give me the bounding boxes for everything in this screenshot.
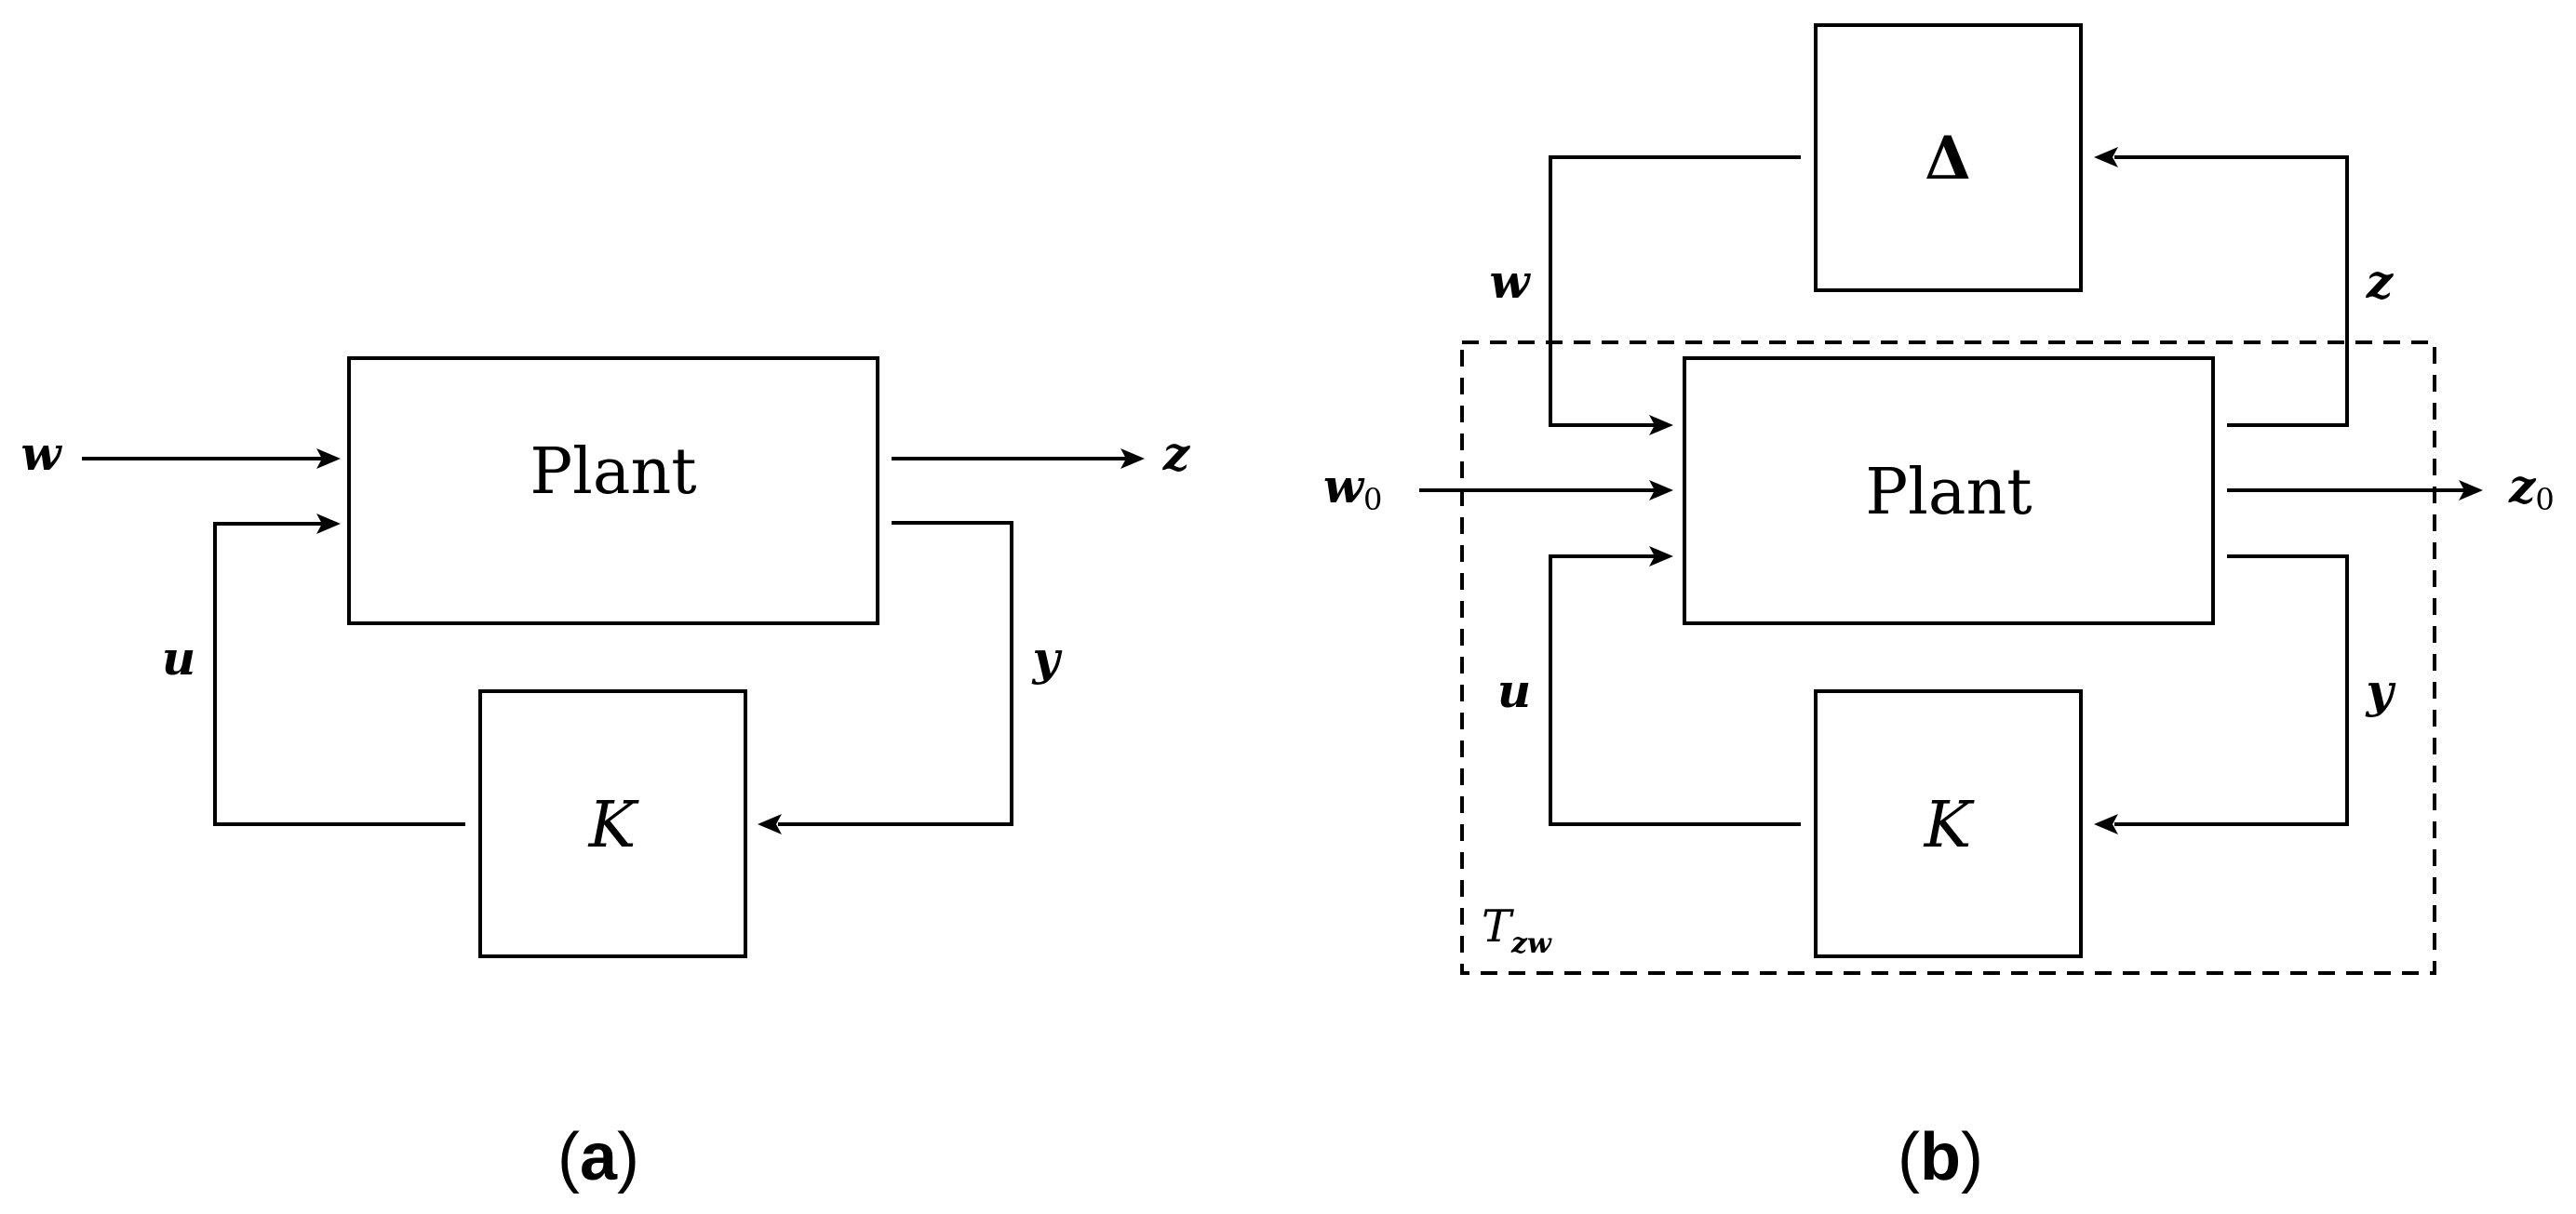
controller-block	[1814, 689, 2083, 958]
delta-block	[1814, 23, 2083, 292]
signal-w-label: w	[20, 426, 62, 481]
caption-letter: a	[580, 1120, 618, 1194]
signal-u-label: u	[162, 631, 195, 686]
signal-w-label: w	[1489, 254, 1531, 309]
controller-label: K	[1923, 789, 1976, 862]
z-uncertainty-line	[2114, 155, 2349, 427]
closed-loop-label-subscript: zw	[1510, 927, 1552, 960]
arrowhead	[1649, 415, 1673, 435]
closed-loop-boundary	[1460, 340, 2436, 975]
w-uncertainty-line	[1549, 155, 1801, 427]
arrowhead	[1649, 546, 1673, 567]
plant-block	[1683, 356, 2215, 625]
signal-z0-subscript: 0	[2535, 482, 2554, 517]
u-feedback-line	[1549, 554, 1801, 826]
plant-label: Plant	[530, 435, 696, 509]
caption-paren: )	[617, 1120, 639, 1194]
signal-y-label: y	[2365, 663, 2395, 718]
arrowhead	[1120, 448, 1145, 469]
arrowhead	[2094, 814, 2118, 834]
arrowhead	[1649, 480, 1673, 500]
signal-w0-subscript: 0	[1363, 482, 1382, 517]
controller-block	[478, 689, 747, 958]
panel-b: Δ Plant K w z w0 z0 u y Tzw (b)	[1323, 23, 2555, 1194]
caption-paren: (	[557, 1120, 580, 1194]
caption-a: (a)	[557, 1120, 639, 1194]
y-feedback-line	[2114, 554, 2349, 826]
y-feedback-line	[778, 521, 1013, 826]
arrowhead	[758, 814, 782, 834]
closed-loop-label: Tzw	[1482, 900, 1552, 960]
arrowhead	[2459, 480, 2483, 500]
signal-w0-label: w0	[1323, 459, 1382, 517]
signal-z-label: z	[2366, 254, 2395, 309]
caption-b: (b)	[1898, 1120, 1983, 1194]
plant-label: Plant	[1865, 456, 2032, 529]
signal-y-label: y	[1031, 631, 1062, 686]
delta-label: Δ	[1925, 124, 1971, 193]
plant-block	[347, 356, 879, 625]
caption-paren: (	[1898, 1120, 1920, 1194]
arrowhead	[316, 448, 341, 469]
panel-a: Plant K w z u y (a)	[20, 356, 1191, 1194]
signal-w0-main: w	[1323, 459, 1365, 514]
signal-z0-main: z	[2508, 459, 2537, 514]
signal-z0-label: z0	[2508, 459, 2555, 517]
caption-paren: )	[1961, 1120, 1983, 1194]
signal-z-label: z	[1162, 426, 1191, 481]
u-feedback-line	[213, 522, 465, 826]
arrowhead	[316, 514, 341, 534]
closed-loop-label-main: T	[1482, 900, 1514, 953]
caption-letter: b	[1920, 1120, 1961, 1194]
arrowhead	[2094, 147, 2118, 167]
signal-u-label: u	[1497, 663, 1531, 718]
controller-label: K	[587, 789, 640, 862]
